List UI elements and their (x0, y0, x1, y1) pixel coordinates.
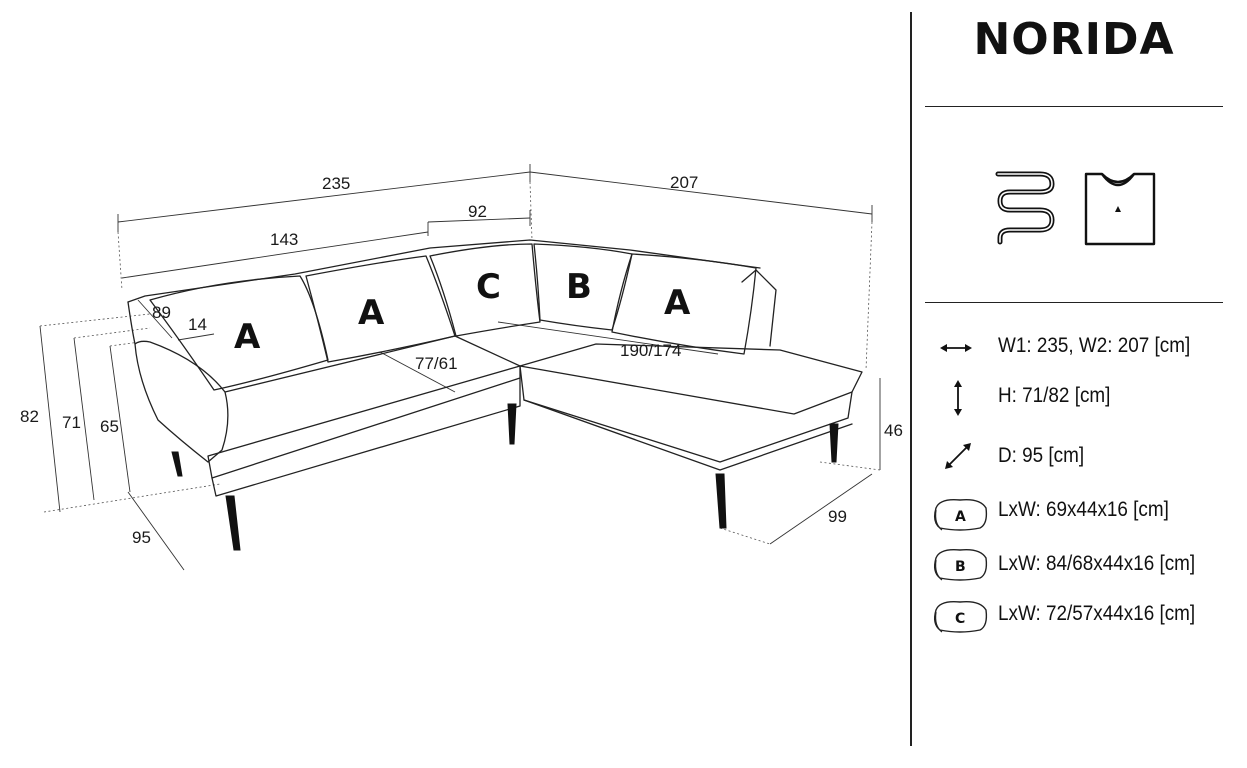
pillow-a-icon: A (933, 498, 988, 531)
dim-arm-width: 14 (188, 315, 207, 334)
feature-icons (995, 171, 1156, 246)
dim-height-arm: 65 (100, 417, 119, 436)
divider-middle (925, 302, 1223, 303)
pillow-c-size: LxW: 72/57x44x16 [cm] (998, 602, 1196, 625)
dimension-labels: 235 207 143 92 89 14 77/61 190/174 82 71… (20, 173, 903, 547)
pillow-badge-b: B (955, 559, 966, 575)
horizontal-arrow-icon (940, 344, 972, 352)
cushion-label: C (476, 267, 501, 307)
dim-arm-depth: 89 (152, 303, 171, 322)
dim-total-width-2: 207 (670, 173, 698, 192)
pillow-badge-a: A (955, 509, 966, 525)
sofa-drawing: 235 207 143 92 89 14 77/61 190/174 82 71… (20, 164, 903, 571)
cushion-label: A (234, 317, 261, 357)
pillow-a-size: LxW: 69x44x16 [cm] (998, 498, 1169, 521)
cushion-label: B (566, 267, 592, 307)
dimension-lines (39, 164, 881, 571)
pillow-badge-c: C (955, 611, 965, 627)
cushion-labels: A A C B A (234, 267, 691, 357)
dim-chaise-length: 190/174 (620, 341, 681, 360)
pillow-c-icon: C (933, 600, 988, 633)
dim-depth-left: 95 (132, 528, 151, 547)
panel-divider (910, 12, 912, 746)
spec-depth: D: 95 [cm] (998, 444, 1085, 467)
brand-title: NORIDA (973, 14, 1175, 65)
divider-top (925, 106, 1223, 107)
dim-seat-width: 143 (270, 230, 298, 249)
tshirt-fabric-icon (1084, 172, 1156, 246)
dim-depth-right: 99 (828, 507, 847, 526)
sofa-outline (127, 239, 863, 497)
dim-height-back: 71 (62, 413, 81, 432)
diagonal-arrow-icon (945, 443, 971, 469)
dim-total-width-1: 235 (322, 174, 350, 193)
spec-height: H: 71/82 [cm] (998, 384, 1111, 407)
sofa-legs (171, 403, 839, 551)
cushion-label: A (664, 283, 691, 323)
vertical-arrow-icon (954, 380, 962, 416)
spec-width: W1: 235, W2: 207 [cm] (998, 334, 1191, 357)
pillow-b-icon: B (933, 548, 988, 581)
pillow-b-size: LxW: 84/68x44x16 [cm] (998, 552, 1196, 575)
cushion-label: A (358, 293, 385, 333)
dim-corner-width: 92 (468, 202, 487, 221)
dim-height-total: 82 (20, 407, 39, 426)
dim-height-seat: 46 (884, 421, 903, 440)
zigzag-spring-icon (995, 171, 1055, 245)
dim-seat-depth: 77/61 (415, 354, 458, 373)
